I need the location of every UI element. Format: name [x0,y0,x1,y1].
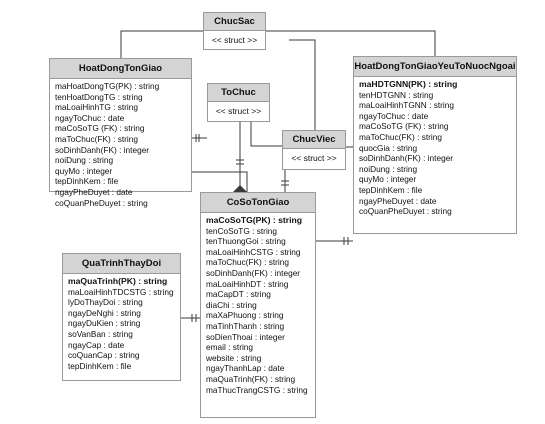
field: maToChuc(FK) : string [206,257,289,268]
field: coQuanPheDuyet : string [55,197,148,208]
field: noiDung : string [55,155,114,166]
field: coQuanCap : string [68,350,140,361]
field: ngayToChuc : date [55,112,125,123]
field: lyDoThayDoi : string [68,297,143,308]
field: maLoaiHinhDT : string [206,278,289,289]
field: quyMo : integer [359,174,417,185]
entity-tochuc-stereotype: << struct >> [215,106,262,116]
field: coQuanPheDuyet : string [359,206,452,217]
entity-quatrinhthaydoi-fields: maQuaTrinh(PK) : string maLoaiHinhTDCSTG… [63,274,180,371]
field: soDienThoai : integer [206,331,285,342]
field: soDinhDanh(FK) : integer [206,267,301,278]
field: maLoaiHinhTG : string [55,102,139,113]
field: maCapDT : string [206,289,271,300]
field: ngayPheDuyet : date [55,186,133,197]
link-chucsac-chucviec [289,39,316,130]
field: tepDinhKem : file [68,360,132,371]
field: noiDung : string [359,163,418,174]
entity-chucsac-stereotype: << struct >> [211,35,258,45]
field: ngayToChuc : date [359,110,429,121]
field: quyMo : integer [55,165,113,176]
entity-hoatdongyeuto: HoatDongTonGiaoYeuToNuocNgoai maHDTGNN(P… [353,56,517,234]
field: tenHoatDongTG : string [55,91,143,102]
field: maLoaiHinhTDCSTG : string [68,286,174,297]
arrowhead [233,185,247,192]
entity-cosotongiao-title: CoSoTonGiao [201,193,315,213]
field: maXaPhuong : string [206,310,284,321]
field: maLoaiHinhTGNN : string [359,100,454,111]
entity-tochuc-title: ToChuc [208,84,269,102]
entity-hoatdongtongiao-fields: maHoatDongTG(PK) : string tenHoatDongTG … [50,79,191,208]
field: ngayDuKien : string [68,318,141,329]
entity-chucsac-title: ChucSac [204,13,265,31]
field: ngayThanhLap : date [206,363,285,374]
entity-chucviec-stereotype: << struct >> [291,153,337,163]
field: maCoSoTG (FK) : string [359,121,449,132]
entity-chucsac: ChucSac << struct >> [203,12,266,50]
link-chucsac-hoatdongyeuto [266,30,436,56]
link-chucsac-hoatdongtongiao [120,30,203,58]
field: maTinhThanh : string [206,320,285,331]
entity-quatrinhthaydoi: QuaTrinhThayDoi maQuaTrinh(PK) : string … [62,253,181,381]
entity-tochuc: ToChuc << struct >> [207,83,270,122]
entity-cosotongiao: CoSoTonGiao maCoSoTG(PK) : string tenCoS… [200,192,316,418]
field: website : string [206,352,262,363]
field: tenHDTGNN : string [359,89,434,100]
entity-cosotongiao-fields: maCoSoTG(PK) : string tenCoSoTG : string… [201,213,315,395]
field: maToChuc(FK) : string [55,133,138,144]
link-tochuc-chucviec [250,122,282,147]
field: ngayCap : date [68,339,125,350]
field: tepDinhKem : file [359,184,423,195]
entity-quatrinhthaydoi-title: QuaTrinhThayDoi [63,254,180,274]
field: soDinhDanh(FK) : integer [359,153,454,164]
field: diaChi : string [206,299,257,310]
entity-chucviec: ChucViec << struct >> [282,130,346,170]
field: email : string [206,342,254,353]
field: maLoaiHinhCSTG : string [206,246,301,257]
field: tepDinhKem : file [55,176,119,187]
link-hoatdongtongiao-cosotongiao [192,171,248,192]
field: tenThuongGoi : string [206,236,286,247]
field: tenCoSoTG : string [206,225,278,236]
field: maQuaTrinh(FK) : string [206,373,296,384]
field: maToChuc(FK) : string [359,131,442,142]
primary-key-field: maQuaTrinh(PK) : string [68,276,168,286]
field: maThucTrangCSTG : string [206,384,308,395]
field: ngayDeNghi : string [68,307,141,318]
field: quocGia : string [359,142,418,153]
field: soDinhDanh(FK) : integer [55,144,150,155]
entity-hoatdongyeuto-fields: maHDTGNN(PK) : string tenHDTGNN : string… [354,77,516,217]
field: maCoSoTG (FK) : string [55,123,145,134]
primary-key-field: maHDTGNN(PK) : string [359,79,458,89]
field: maHoatDongTG(PK) : string [55,81,160,91]
field: ngayPheDuyet : date [359,195,437,206]
entity-hoatdongtongiao: HoatDongTonGiao maHoatDongTG(PK) : strin… [49,58,192,208]
entity-hoatdongtongiao-title: HoatDongTonGiao [50,59,191,79]
field: soVanBan : string [68,328,133,339]
entity-chucviec-title: ChucViec [283,131,345,149]
primary-key-field: maCoSoTG(PK) : string [206,215,302,225]
entity-hoatdongyeuto-title: HoatDongTonGiaoYeuToNuocNgoai [354,57,516,77]
